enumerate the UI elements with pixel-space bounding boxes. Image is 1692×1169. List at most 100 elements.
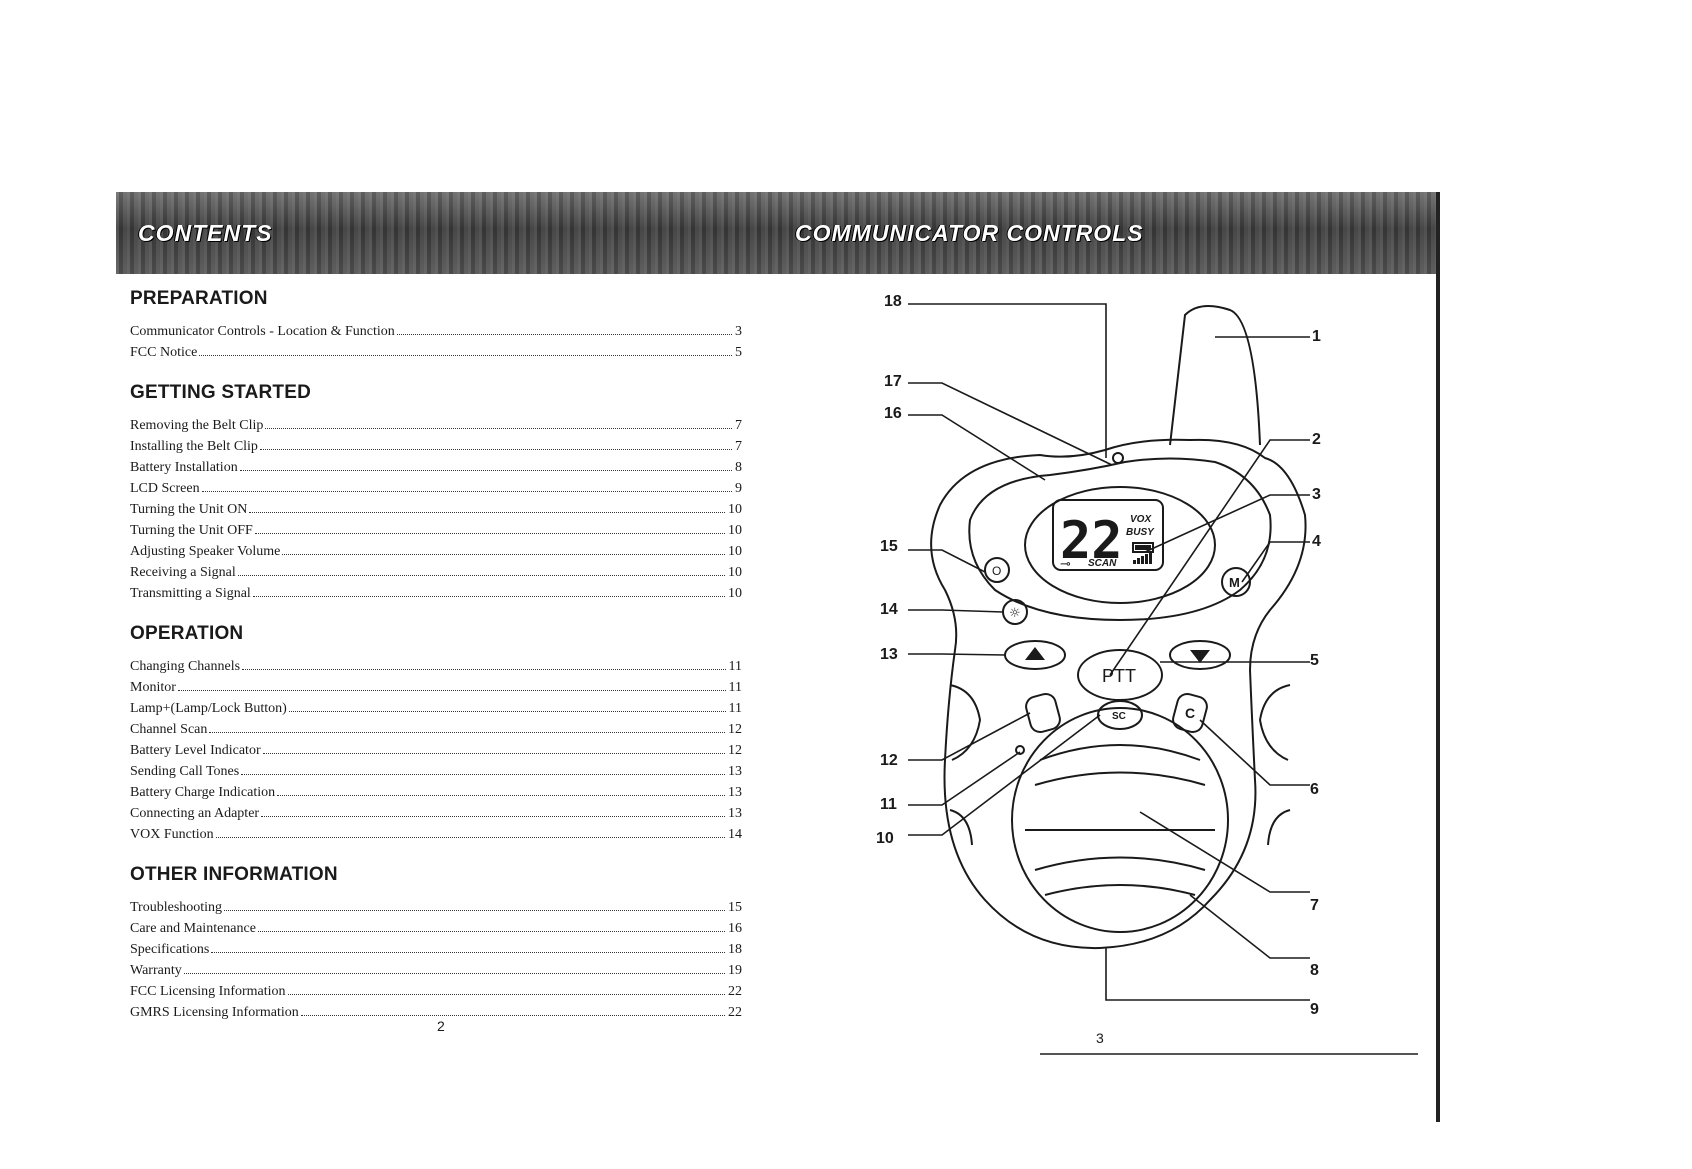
toc-entry-page: 22 — [728, 984, 742, 999]
toc-entry-page: 22 — [728, 1005, 742, 1020]
toc-entry-label: FCC Notice — [130, 345, 198, 360]
section-title: OTHER INFORMATION — [130, 864, 338, 885]
toc-entry: Monitor 11 — [130, 680, 742, 701]
footer-rule — [1040, 1053, 1418, 1055]
toc-entry-label: LCD Screen — [130, 481, 200, 496]
toc-entry-label: Turning the Unit ON — [130, 502, 248, 517]
toc-entry-page: 10 — [728, 565, 742, 580]
callout-8: 8 — [1310, 962, 1319, 979]
toc-entry-page: 7 — [735, 439, 742, 454]
toc-entry-page: 19 — [728, 963, 742, 978]
callout-3: 3 — [1312, 486, 1321, 503]
toc-entry-label: Care and Maintenance — [130, 921, 256, 936]
monitor-button — [1025, 692, 1061, 734]
right-page-number: 3 — [1096, 1030, 1104, 1046]
toc-leader-dots — [288, 711, 726, 712]
toc-entry-label: Communicator Controls - Location & Funct… — [130, 324, 395, 339]
toc-entry-page: 7 — [735, 418, 742, 433]
toc-leader-dots — [262, 753, 725, 754]
toc-leader-dots — [183, 973, 725, 974]
device-body — [930, 438, 1307, 950]
toc-leader-dots — [265, 428, 732, 429]
microphone-hole — [1015, 745, 1025, 755]
lcd-digits: 22 — [1060, 511, 1123, 571]
toc-entry-page: 14 — [728, 827, 742, 842]
menu-button — [1221, 567, 1251, 597]
toc-entry-label: Installing the Belt Clip — [130, 439, 258, 454]
toc-entry: Communicator Controls - Location & Funct… — [130, 324, 742, 345]
callout-1: 1 — [1312, 328, 1321, 345]
toc-list: Communicator Controls - Location & Funct… — [130, 324, 742, 366]
toc-entry-label: Transmitting a Signal — [130, 586, 251, 601]
callout-16: 16 — [884, 405, 902, 422]
callout-14: 14 — [880, 601, 898, 618]
menu-label: M — [1229, 575, 1240, 590]
toc-entry: Turning the Unit OFF 10 — [130, 523, 742, 544]
lamp-icon: ☼ — [1009, 606, 1021, 621]
controls-banner: COMMUNICATOR CONTROLS — [775, 192, 1439, 274]
toc-entry-label: Specifications — [130, 942, 210, 957]
toc-entry-page: 10 — [728, 586, 742, 601]
toc-entry-label: Removing the Belt Clip — [130, 418, 264, 433]
controls-banner-title: COMMUNICATOR CONTROLS — [795, 220, 1144, 246]
toc-entry-label: Turning the Unit OFF — [130, 523, 253, 538]
lcd-busy: BUSY — [1126, 527, 1155, 538]
toc-leader-dots — [249, 512, 725, 513]
power-button — [984, 557, 1010, 583]
toc-entry-label: Lamp+(Lamp/Lock Button) — [130, 701, 287, 716]
toc-leader-dots — [211, 952, 725, 953]
toc-entry-label: Troubleshooting — [130, 900, 223, 915]
lcd-scan: SCAN — [1088, 558, 1117, 569]
callout-9: 9 — [1310, 1001, 1319, 1018]
toc-entry-label: Battery Charge Indication — [130, 785, 276, 800]
toc-entry: Turning the Unit ON 10 — [130, 502, 742, 523]
lock-key-icon: ⊸ — [1060, 557, 1071, 572]
toc-entry: Installing the Belt Clip 7 — [130, 439, 742, 460]
toc-entry-page: 10 — [728, 502, 742, 517]
ptt-label: PTT — [1102, 666, 1136, 686]
toc-entry-page: 12 — [728, 743, 742, 758]
callout-7: 7 — [1310, 897, 1319, 914]
callout-13: 13 — [880, 646, 898, 663]
antenna — [1169, 305, 1261, 446]
toc-leader-dots — [209, 732, 725, 733]
lcd-screen — [1052, 499, 1164, 571]
toc-leader-dots — [259, 449, 732, 450]
toc-entry-page: 11 — [728, 701, 742, 716]
toc-entry-page: 11 — [728, 659, 742, 674]
toc-leader-dots — [277, 795, 725, 796]
toc-leader-dots — [177, 690, 726, 691]
toc-leader-dots — [287, 994, 725, 995]
toc-entry-page: 11 — [728, 680, 742, 695]
toc-entry-label: Monitor — [130, 680, 176, 695]
contents-banner: CONTENTS — [116, 192, 796, 274]
toc-entry-page: 13 — [728, 764, 742, 779]
toc-entry-label: Sending Call Tones — [130, 764, 240, 779]
contents-banner-title: CONTENTS — [138, 220, 273, 246]
toc-leader-dots — [201, 491, 732, 492]
speaker-grille — [1011, 707, 1229, 933]
toc-entry-label: Adjusting Speaker Volume — [130, 544, 281, 559]
channel-down-button — [1169, 640, 1231, 670]
toc-leader-dots — [241, 774, 725, 775]
callout-2: 2 — [1312, 431, 1321, 448]
toc-leader-dots — [224, 910, 725, 911]
toc-leader-dots — [396, 334, 732, 335]
toc-entry-page: 10 — [728, 523, 742, 538]
toc-leader-dots — [282, 554, 725, 555]
toc-leader-dots — [239, 470, 732, 471]
callout-5: 5 — [1310, 652, 1319, 669]
toc-entry-label: Changing Channels — [130, 659, 241, 674]
callout-12: 12 — [880, 752, 898, 769]
